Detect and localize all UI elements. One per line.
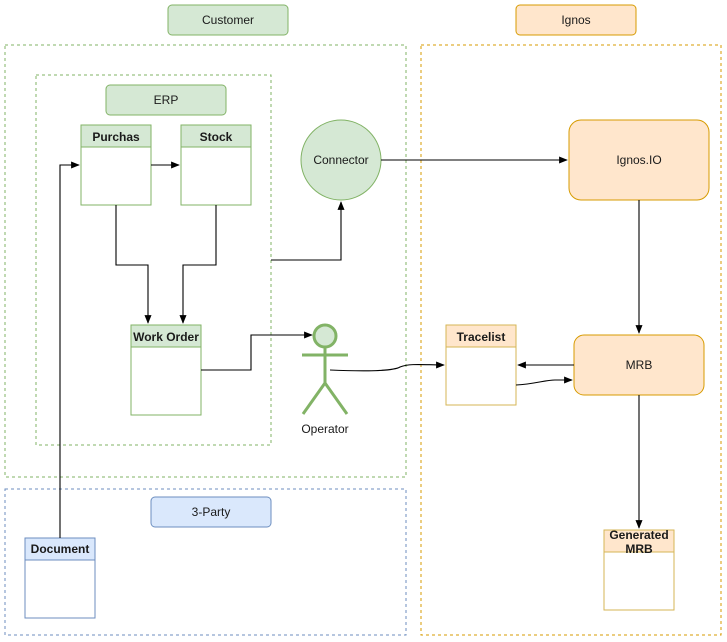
customer-label-text: Customer [202,13,254,27]
edge-operator-to-tracelist [329,361,445,372]
work-order-title: Work Order [133,330,199,344]
customer-label: Customer [167,4,289,36]
document-table[interactable]: Document [24,537,96,619]
edge-document-to-purchas [59,161,80,538]
erp-label-text: ERP [154,93,179,107]
operator-actor[interactable] [301,323,349,415]
generated-mrb-title-line2: MRB [625,542,653,556]
operator-label: Operator [301,422,348,436]
ignos-container [420,44,722,636]
third-party-label-text: 3-Party [192,505,231,519]
third-party-container [4,488,407,636]
tracelist-table[interactable]: Tracelist [445,324,517,406]
stock-table[interactable]: Stock [180,124,252,206]
customer-container [4,44,407,478]
third-party-label: 3-Party [150,496,272,528]
generated-mrb-title-line1: Generated [609,528,668,542]
edge-purchas-to-work-order [115,205,152,324]
connector-label: Connector [313,153,368,167]
edge-stock-to-work-order [179,205,217,324]
edge-work-order-to-operator [201,331,313,371]
stock-title: Stock [200,130,233,144]
ignos-io-node[interactable]: Ignos.IO [568,119,710,201]
document-title: Document [31,542,90,556]
generated-mrb-table[interactable]: Generated MRB [603,528,675,611]
purchas-title: Purchas [92,130,140,144]
erp-label: ERP [105,84,227,116]
edge-erp-to-connector [271,201,345,261]
ignos-label-text: Ignos [561,13,590,27]
work-order-table[interactable]: Work Order [130,324,202,416]
purchas-table[interactable]: Purchas [80,124,152,206]
edge-tracelist-to-mrb [515,376,573,386]
connector-node[interactable]: Connector [300,119,382,201]
tracelist-title: Tracelist [457,330,506,344]
ignos-label: Ignos [515,4,637,36]
mrb-node[interactable]: MRB [573,334,705,396]
ignos-io-label: Ignos.IO [616,153,661,167]
mrb-label: MRB [626,358,653,372]
